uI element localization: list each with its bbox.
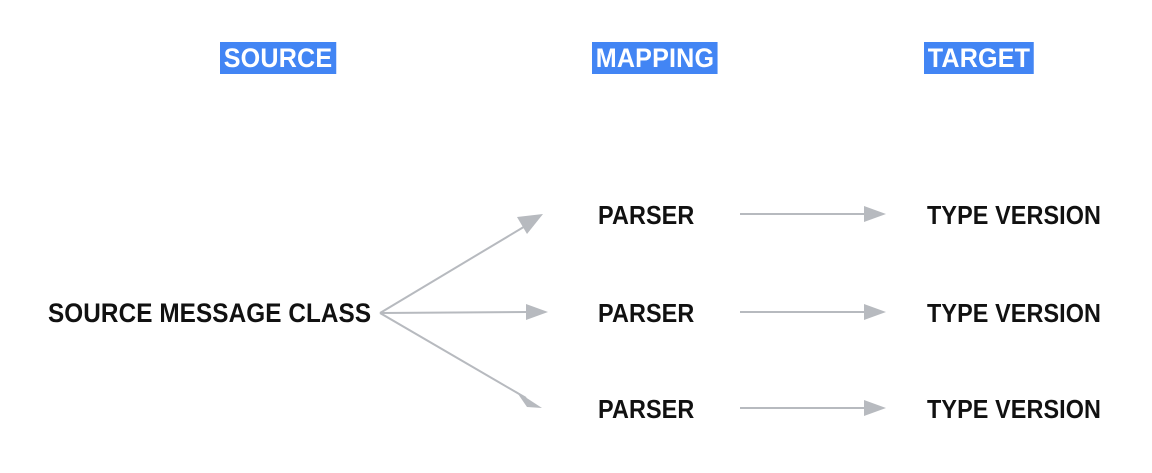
column-header-source: SOURCE bbox=[220, 42, 336, 74]
type-version-node-3: TYPE VERSION bbox=[927, 394, 1102, 424]
column-header-target: TARGET bbox=[924, 42, 1034, 74]
column-header-mapping: MAPPING bbox=[592, 42, 718, 74]
source-message-class-node: SOURCE MESSAGE CLASS bbox=[48, 298, 372, 328]
arrow-source-to-parser-1 bbox=[379, 214, 543, 314]
arrow-parser-3-to-type-version-3 bbox=[740, 400, 886, 416]
arrow-source-to-parser-3 bbox=[379, 312, 542, 408]
type-version-node-2: TYPE VERSION bbox=[927, 298, 1102, 328]
arrow-parser-1-to-type-version-1 bbox=[740, 206, 886, 222]
parser-node-3: PARSER bbox=[598, 394, 695, 424]
parser-node-2: PARSER bbox=[598, 298, 695, 328]
arrow-source-to-parser-2 bbox=[379, 304, 548, 320]
parser-node-1: PARSER bbox=[598, 200, 695, 230]
type-version-node-1: TYPE VERSION bbox=[927, 200, 1102, 230]
arrow-parser-2-to-type-version-2 bbox=[740, 304, 886, 320]
